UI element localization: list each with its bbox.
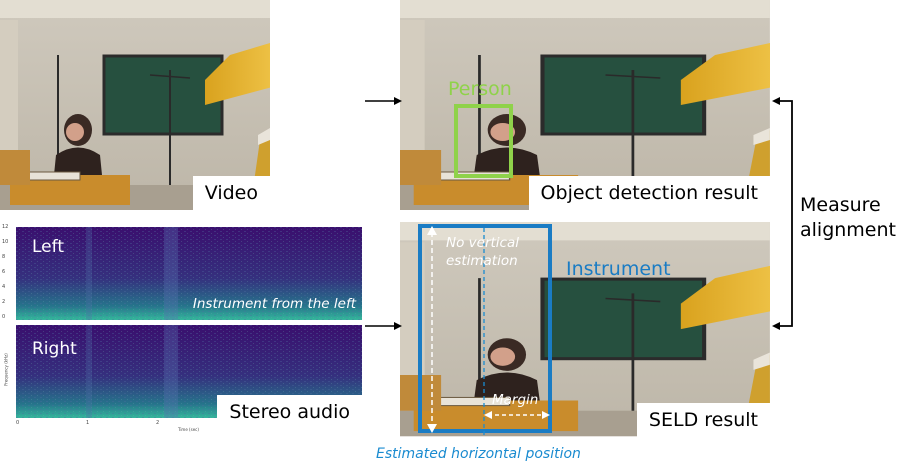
object-detection-frame <box>400 0 770 210</box>
instrument-bounding-box <box>418 224 552 433</box>
left-note: Instrument from the left <box>192 296 356 312</box>
y-tick: 4 <box>2 284 6 290</box>
y-tick: 8 <box>2 254 6 260</box>
left-label: Left <box>32 237 64 257</box>
seld-panel: No vertical estimation Instrument Margin… <box>400 222 770 437</box>
right-label: Right <box>32 339 77 359</box>
stereo-audio-panel: Left Instrument from the left Right 12 1… <box>0 222 370 437</box>
margin-label: Margin <box>492 392 539 408</box>
x-tick: 2 <box>156 420 160 426</box>
x-axis-label: Time (sec) <box>178 427 199 432</box>
estimated-horizontal-position-label: Estimated horizontal position <box>376 446 581 462</box>
person-bounding-box <box>454 104 513 178</box>
seld-caption: SELD result <box>636 403 770 437</box>
y-tick: 12 <box>2 224 9 230</box>
seld-frame <box>400 222 770 437</box>
video-panel: Video <box>0 0 270 210</box>
y-tick: 2 <box>2 299 6 305</box>
measure-alignment-label: Measure alignment <box>800 194 896 241</box>
y-axis-label: Frequency (kHz) <box>3 353 9 386</box>
object-detection-caption: Object detection result <box>528 176 770 210</box>
no-vertical-text: No vertical estimation <box>446 235 519 269</box>
person-label: Person <box>448 78 512 100</box>
x-tick: 1 <box>86 420 90 426</box>
stereo-audio-caption: Stereo audio <box>217 395 362 429</box>
video-caption: Video <box>192 176 270 210</box>
y-tick: 6 <box>2 269 6 275</box>
measure-alignment-bracket <box>778 100 793 327</box>
left-spectrogram: Left Instrument from the left <box>16 227 362 320</box>
object-detection-panel: Person Object detection result <box>400 0 770 210</box>
x-tick: 0 <box>16 420 20 426</box>
y-tick: 0 <box>2 314 6 320</box>
no-vertical-note: No vertical estimation <box>446 234 538 270</box>
instrument-label: Instrument <box>566 258 671 280</box>
y-tick: 10 <box>2 239 9 245</box>
y-axis-ticks: 12 10 8 6 4 2 0 <box>2 224 14 324</box>
x-axis-ticks: 0 1 2 <box>16 420 362 428</box>
